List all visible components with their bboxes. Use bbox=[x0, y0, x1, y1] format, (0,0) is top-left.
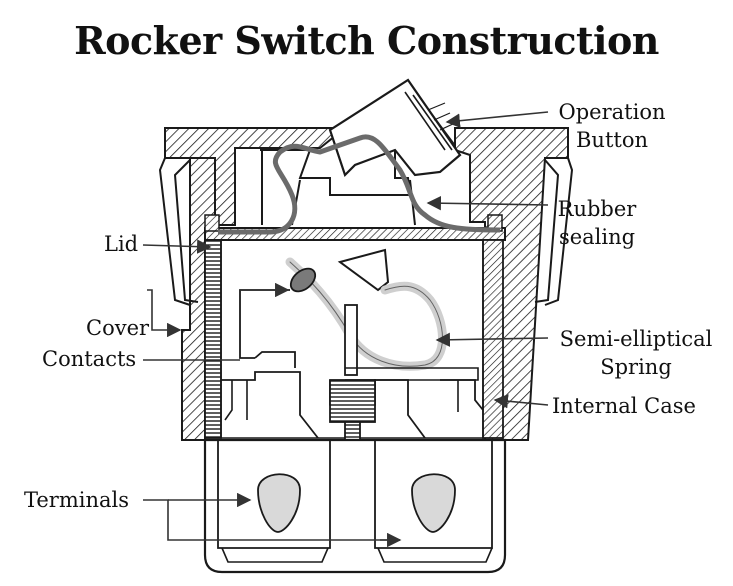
label-rubber-sealing-line1: Rubber bbox=[557, 197, 637, 221]
label-lid: Lid bbox=[104, 232, 139, 256]
terminal-hole-left bbox=[257, 473, 301, 533]
label-spring-line2: Spring bbox=[600, 355, 672, 379]
rubber-sealing-line bbox=[218, 134, 501, 235]
center-post bbox=[344, 304, 358, 376]
label-rubber-sealing: Rubber sealing bbox=[552, 195, 642, 251]
leader-rubber-sealing bbox=[426, 196, 549, 211]
label-operation-button: Operation Button bbox=[552, 98, 672, 154]
label-cover: Cover bbox=[86, 316, 150, 340]
plunger bbox=[337, 248, 390, 292]
leader-lines bbox=[142, 111, 549, 548]
label-operation-button-line1: Operation bbox=[558, 100, 666, 124]
terminal-hole-right bbox=[411, 473, 456, 533]
leader-lid bbox=[142, 239, 212, 254]
label-internal-case: Internal Case bbox=[552, 394, 696, 418]
leader-cover bbox=[147, 289, 182, 338]
leader-operation-button bbox=[445, 111, 549, 128]
leader-spring bbox=[435, 332, 549, 347]
cover-bar bbox=[204, 239, 222, 439]
label-semi-elliptical-spring: Semi-elliptical Spring bbox=[548, 325, 724, 381]
label-terminals: Terminals bbox=[24, 488, 130, 512]
label-contacts: Contacts bbox=[42, 347, 137, 371]
label-spring-line1: Semi-elliptical bbox=[559, 327, 713, 351]
leader-internal-case bbox=[493, 394, 549, 409]
leader-terminals bbox=[143, 499, 400, 541]
label-rubber-sealing-line2: sealing bbox=[558, 225, 636, 249]
diagram-title: Rocker Switch Construction bbox=[74, 18, 659, 63]
contact-shape bbox=[289, 267, 317, 293]
inner-body bbox=[220, 239, 484, 439]
terminal-housing bbox=[203, 438, 507, 574]
label-operation-button-line2: Button bbox=[575, 128, 648, 152]
